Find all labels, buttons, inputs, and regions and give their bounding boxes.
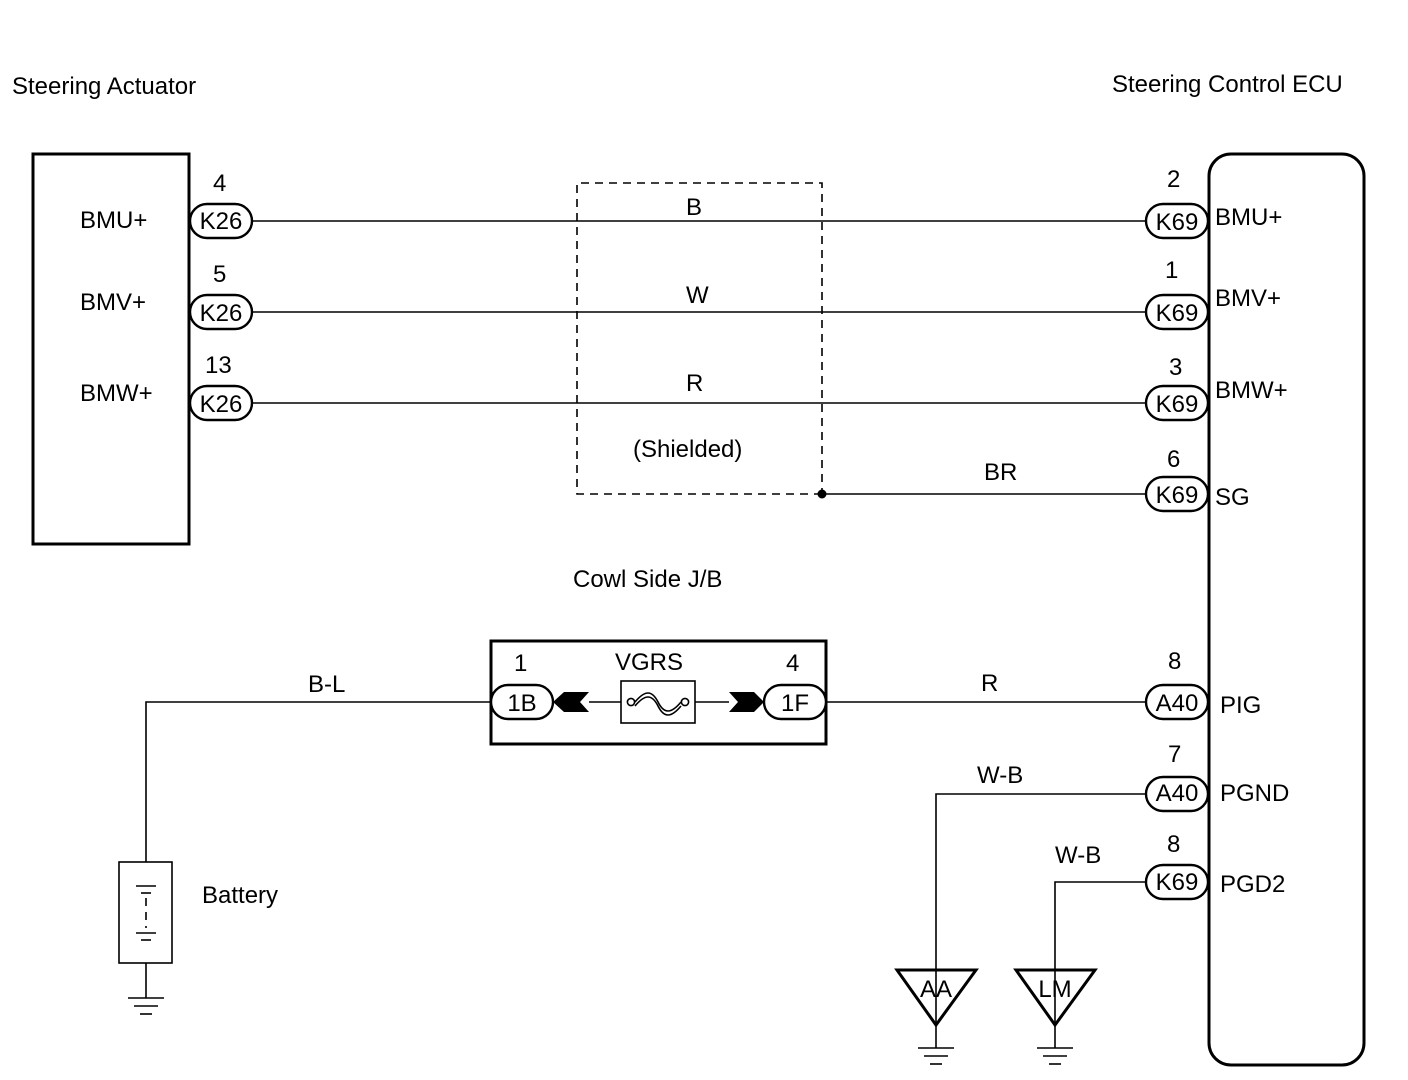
connector-id: K69: [1156, 300, 1199, 327]
actuator-box: [31, 152, 191, 546]
wire-color-bmv: W: [686, 282, 709, 309]
jb-left-arrow-icon: [553, 692, 589, 712]
pin-number: 1: [1165, 257, 1178, 284]
wire-pgd2: [1054, 881, 1146, 1025]
ecu-connector-bmu: 2 K69 BMU+: [1144, 166, 1282, 240]
fuse-icon: [620, 680, 696, 724]
connector-id: 1B: [507, 690, 536, 717]
ecu-terminal-pgnd: PGND: [1220, 780, 1289, 807]
connector-id: K69: [1156, 869, 1199, 896]
ecu-terminal-sg: SG: [1215, 484, 1250, 511]
pin-number: 8: [1168, 648, 1181, 675]
connector-id: K69: [1156, 391, 1199, 418]
pin-number: 4: [213, 170, 226, 197]
actuator-connector-bmv: 5 K26: [188, 261, 254, 331]
ecu-connector-sg: 6 K69 SG: [1144, 446, 1250, 513]
ecu-terminal-pig: PIG: [1220, 692, 1261, 719]
connector-id: A40: [1156, 690, 1199, 717]
junction-block-box: [489, 639, 828, 746]
ecu-connector-bmv: 1 K69 BMV+: [1144, 257, 1281, 331]
connector-id: A40: [1156, 780, 1199, 807]
pin-number: 3: [1169, 354, 1182, 381]
wire-battery: [145, 701, 491, 862]
junction-block-title: Cowl Side J/B: [573, 566, 722, 593]
pin-number: 8: [1167, 831, 1180, 858]
connector-id: K26: [200, 208, 243, 235]
ecu-terminal-bmw: BMW+: [1215, 377, 1288, 404]
actuator-connector-bmu: 4 K26: [188, 170, 254, 240]
shield-label: (Shielded): [633, 436, 742, 463]
ecu-box: [1207, 152, 1366, 1067]
ecu-connector-bmw: 3 K69 BMW+: [1144, 354, 1288, 422]
ecu-terminal-pgd2: PGD2: [1220, 871, 1285, 898]
actuator-connector-bmw: 13 K26: [188, 352, 254, 422]
jb-connector-1f: 4 1F: [762, 650, 828, 721]
battery-ground-icon: [128, 997, 164, 1015]
connector-id: K26: [200, 300, 243, 327]
connector-id: K69: [1156, 482, 1199, 509]
wire-color-pig: R: [981, 670, 998, 697]
connector-id: K69: [1156, 209, 1199, 236]
shield-junction-dot: [817, 489, 827, 499]
connector-id: K26: [200, 391, 243, 418]
ground-point-lm: LM: [1013, 968, 1098, 1065]
ground-label: AA: [920, 976, 952, 1003]
fuse-label: VGRS: [615, 649, 683, 676]
battery-icon: [118, 861, 173, 998]
actuator-terminal-bmu: BMU+: [80, 207, 147, 234]
actuator-terminal-bmw: BMW+: [80, 380, 153, 407]
ecu-connector-pgd2: 8 K69 PGD2: [1144, 831, 1285, 901]
ecu-terminal-bmv: BMV+: [1215, 285, 1281, 312]
wire-color-pgd2: W-B: [1055, 842, 1101, 869]
pin-number: 4: [786, 650, 799, 677]
wire-color-bmu: B: [686, 194, 702, 221]
ecu-connector-pig: 8 A40 PIG: [1144, 648, 1261, 721]
connector-id: 1F: [781, 690, 809, 717]
wire-pgnd: [935, 793, 1146, 1025]
wire-color-battery: B-L: [308, 671, 345, 698]
wire-color-pgnd: W-B: [977, 762, 1023, 789]
wire-color-sg: BR: [984, 459, 1017, 486]
ecu-title: Steering Control ECU: [1112, 71, 1343, 98]
jb-connector-1b: 1 1B: [489, 650, 555, 721]
actuator-terminal-bmv: BMV+: [80, 289, 146, 316]
pin-number: 7: [1168, 741, 1181, 768]
battery-label: Battery: [202, 882, 278, 909]
pin-number: 1: [514, 650, 527, 677]
jb-right-arrow-icon: [729, 692, 764, 712]
wire-color-bmw: R: [686, 370, 703, 397]
pin-number: 13: [205, 352, 232, 379]
ground-label: LM: [1038, 976, 1071, 1003]
pin-number: 6: [1167, 446, 1180, 473]
ecu-connector-pgnd: 7 A40 PGND: [1144, 741, 1289, 813]
pin-number: 2: [1167, 166, 1180, 193]
ground-point-aa: AA: [894, 968, 979, 1065]
pin-number: 5: [213, 261, 226, 288]
ecu-terminal-bmu: BMU+: [1215, 204, 1282, 231]
actuator-title: Steering Actuator: [12, 73, 196, 100]
